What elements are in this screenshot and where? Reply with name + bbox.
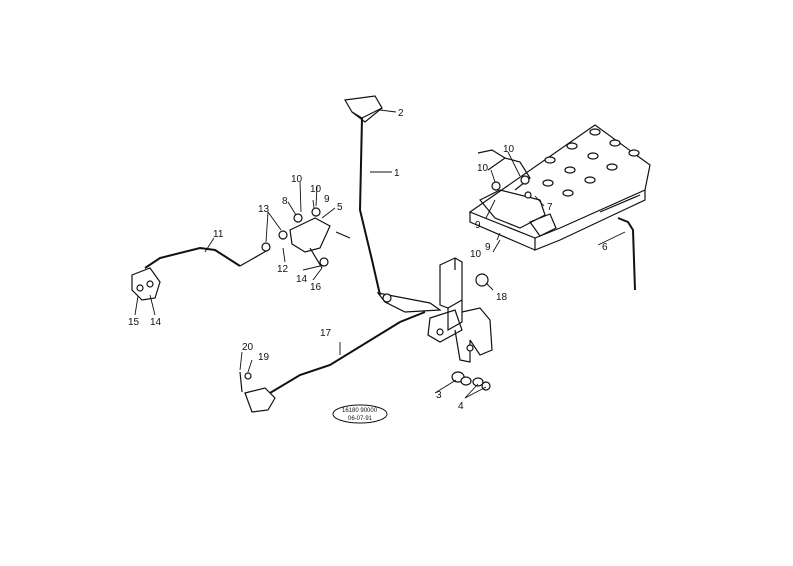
callout-10c: 10 bbox=[477, 163, 489, 174]
callout-3: 3 bbox=[436, 390, 442, 401]
callout-9b: 9 bbox=[475, 220, 481, 231]
callout-20: 20 bbox=[242, 342, 254, 353]
callout-10d: 10 bbox=[503, 144, 515, 155]
callout-8: 8 bbox=[282, 196, 288, 207]
callout-14a: 14 bbox=[296, 274, 308, 285]
leader-lines bbox=[134, 109, 626, 399]
callout-16: 16 bbox=[310, 282, 322, 293]
callout-9a: 9 bbox=[324, 194, 330, 205]
callout-5: 5 bbox=[337, 202, 343, 213]
callout-1: 1 bbox=[394, 168, 400, 179]
callout-6: 6 bbox=[602, 242, 608, 253]
callout-17: 17 bbox=[320, 328, 332, 339]
callout-11: 11 bbox=[213, 229, 224, 240]
center-linkage bbox=[261, 207, 351, 269]
callout-2: 2 bbox=[398, 108, 404, 119]
callout-12: 12 bbox=[277, 264, 289, 275]
bracket-assembly bbox=[427, 257, 493, 363]
stamp-line-1: 16180 90000 bbox=[342, 408, 378, 414]
callout-10e: 10 bbox=[470, 249, 482, 260]
callout-10b: 10 bbox=[310, 184, 322, 195]
callout-10a: 10 bbox=[291, 174, 303, 185]
callout-19: 19 bbox=[258, 352, 270, 363]
spring-rod bbox=[617, 217, 636, 291]
callout-4: 4 bbox=[458, 401, 464, 412]
callout-18: 18 bbox=[496, 292, 508, 303]
reference-stamp: 16180 90000 06-07-91 bbox=[332, 404, 388, 424]
callout-13: 13 bbox=[258, 204, 270, 215]
fasteners-3-4 bbox=[451, 371, 491, 391]
callout-14b: 14 bbox=[150, 317, 162, 328]
stamp-line-2: 06-07-91 bbox=[348, 416, 373, 422]
linkage-rod-17 bbox=[239, 311, 426, 413]
callout-15: 15 bbox=[128, 317, 140, 328]
linkage-rod-11 bbox=[131, 246, 269, 301]
pedal-platform bbox=[468, 124, 651, 251]
callout-9c: 9 bbox=[485, 242, 491, 253]
platform-studs bbox=[542, 128, 640, 197]
shift-lever bbox=[344, 95, 442, 313]
callout-labels: 1 2 3 4 5 6 7 8 9 9 9 10 10 10 10 10 11 … bbox=[128, 108, 608, 412]
callout-7: 7 bbox=[547, 202, 553, 213]
